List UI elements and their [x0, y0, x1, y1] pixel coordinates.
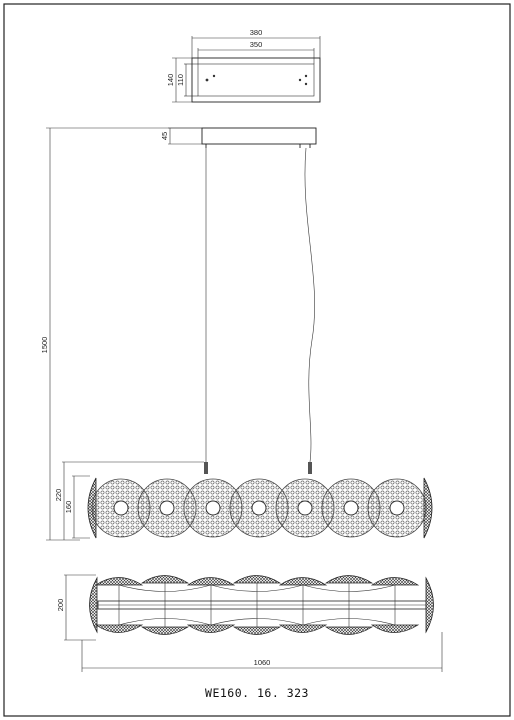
model-number: WE160. 16. 323: [205, 686, 309, 700]
inner-height-label: 160: [64, 501, 73, 514]
mount-hole-icon: [304, 74, 308, 78]
mount-hole-icon: [205, 78, 209, 82]
end-disc-right: [423, 477, 433, 539]
canopy-height-label: 45: [160, 132, 169, 140]
ring-height-label: 220: [54, 489, 63, 502]
top-inner-height-label: 110: [176, 74, 185, 86]
front-view: 45 1500 220 160: [40, 127, 433, 541]
top-view: 380 350 140 110: [166, 28, 321, 103]
end-disc-right: [425, 576, 434, 634]
end-disc-left: [89, 576, 98, 634]
plan-view: 200 1060: [56, 574, 443, 672]
shade-row: [94, 575, 420, 635]
top-inner-width-label: 350: [250, 40, 263, 49]
canopy-plate-inner: [197, 63, 315, 97]
power-cord: [304, 147, 315, 463]
mount-hole-icon: [212, 74, 216, 78]
sheet-border: [3, 3, 511, 717]
canopy-plate-top: [191, 57, 321, 103]
top-outer-height-label: 140: [166, 74, 175, 87]
total-length-label: 1060: [254, 658, 271, 667]
mount-hole-icon: [304, 82, 308, 86]
suspension-length-label: 1500: [40, 337, 49, 354]
depth-label: 200: [56, 599, 65, 612]
crystal-rings: [91, 478, 427, 538]
canopy: [201, 127, 317, 145]
top-outer-width-label: 380: [250, 28, 263, 37]
mount-hole-icon: [298, 78, 302, 82]
